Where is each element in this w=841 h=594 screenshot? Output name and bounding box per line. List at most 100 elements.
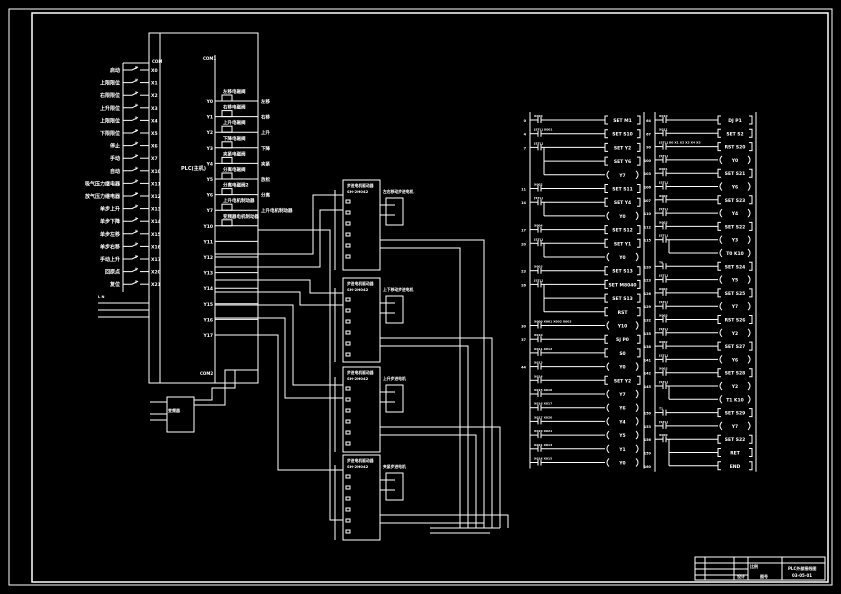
step-number: 150 [644, 412, 652, 416]
contact-label: X003 [659, 220, 668, 224]
driver-power-wire [380, 337, 493, 528]
instruction: SET M1 [613, 118, 632, 124]
input-label: 上限限位 [100, 80, 120, 87]
instruction: Y1 [618, 447, 625, 453]
terminal [345, 352, 351, 357]
terminal [345, 507, 351, 512]
instruction-bracket [749, 261, 753, 271]
input-label: 吸气压力继电器 [85, 180, 121, 187]
contact-label: X004 [659, 287, 668, 291]
instruction-bracket [717, 221, 721, 231]
instruction-bracket [604, 197, 608, 207]
input-address: X14 [151, 219, 161, 225]
step-number: 138 [644, 345, 652, 349]
coil-label: 变频器电机制动器 [223, 213, 259, 220]
step-number: 64 [646, 119, 651, 123]
output-address: Y4 [206, 161, 213, 167]
instruction-bracket [604, 238, 608, 248]
step-number: 20 [521, 242, 526, 246]
instruction: Y10 [617, 324, 628, 330]
step-number: 67 [646, 132, 651, 136]
contact-label: [STL] [659, 234, 668, 238]
input-label: 手动上升 [100, 256, 120, 263]
output-address: Y2 [206, 130, 213, 136]
driver-title: 步进电机驱动器 [347, 281, 374, 286]
instruction-bracket [749, 195, 753, 205]
instruction-bracket [749, 128, 753, 138]
input-address: X16 [151, 244, 161, 250]
instruction: END [730, 464, 741, 470]
terminal [345, 386, 351, 391]
wire [194, 370, 236, 401]
coil-symbol [221, 125, 233, 133]
output-address: Y7 [206, 208, 213, 214]
control-wire [215, 317, 343, 399]
input-address: X12 [151, 194, 161, 200]
instruction: Y5 [618, 433, 625, 439]
terminal [345, 419, 351, 424]
input-address: X11 [151, 181, 161, 187]
instruction-bracket [604, 156, 608, 166]
input-address: X3 [151, 106, 158, 112]
coil-symbol [719, 248, 751, 258]
instruction: RST S26 [725, 318, 746, 324]
coil-symbol [221, 156, 233, 164]
instruction-bracket [717, 315, 721, 324]
control-wire [215, 291, 343, 306]
input-address: X15 [151, 232, 161, 238]
input-label: 停止 [110, 143, 120, 150]
terminal [345, 430, 351, 435]
drawing-frame [8, 8, 833, 586]
terminal [345, 232, 351, 237]
step-number: 0 [524, 119, 527, 123]
instruction: Y7 [731, 424, 738, 430]
input-label: 上限限位 [100, 117, 120, 124]
step-number: 110 [644, 212, 652, 216]
instruction: Y0 [731, 158, 738, 164]
terminal [345, 210, 351, 215]
coil-label: 右移电磁阀 [222, 104, 246, 111]
drawing-number: 03-05-01 [792, 573, 812, 578]
contact-label: X000 X001 X002 X003 [534, 320, 571, 324]
instruction: T1 K10 [726, 397, 744, 403]
step-number: 132 [644, 319, 652, 323]
inner-border [31, 12, 829, 583]
step-number: 11 [521, 188, 526, 192]
output-function: 放松 [260, 176, 270, 183]
output-address: Y3 [206, 146, 213, 152]
input-address: X21 [151, 282, 161, 288]
coil-symbol [606, 389, 639, 399]
output-address: Y13 [202, 271, 213, 277]
input-address: X4 [151, 118, 158, 124]
output-function: 下降 [261, 145, 270, 152]
step-number: 141 [644, 358, 652, 362]
instruction: Y2 [731, 384, 738, 390]
contact-label: [STL] [659, 380, 668, 384]
instruction: Y0 [618, 214, 625, 220]
step-number: 90 [646, 146, 651, 150]
instruction-bracket [717, 168, 721, 178]
instruction: SET Y1 [614, 241, 631, 247]
input-address: X6 [151, 144, 158, 150]
instruction-bracket [604, 293, 608, 303]
driver-title: 步进电机驱动器 [347, 370, 374, 375]
coil-symbol [606, 403, 639, 413]
step-number: 26 [521, 283, 526, 287]
coil-symbol [606, 362, 639, 371]
step-number: 123 [644, 279, 652, 283]
coil-symbol [221, 219, 233, 227]
step-number: 153 [644, 425, 652, 429]
instruction: Y4 [618, 419, 625, 425]
coil-symbol [606, 417, 639, 426]
contact-label: [STL] [534, 237, 543, 241]
driver-power-wire [380, 522, 485, 528]
coil-symbol [606, 444, 639, 454]
coil-symbol [719, 381, 751, 391]
coil-symbol [719, 235, 751, 245]
instruction: Y2 [731, 331, 738, 337]
coil-label: 上升电机制动器 [223, 197, 255, 204]
step-number: 4 [524, 133, 527, 137]
contact-label: X003 [659, 367, 668, 371]
input-label: 手动 [110, 155, 120, 162]
